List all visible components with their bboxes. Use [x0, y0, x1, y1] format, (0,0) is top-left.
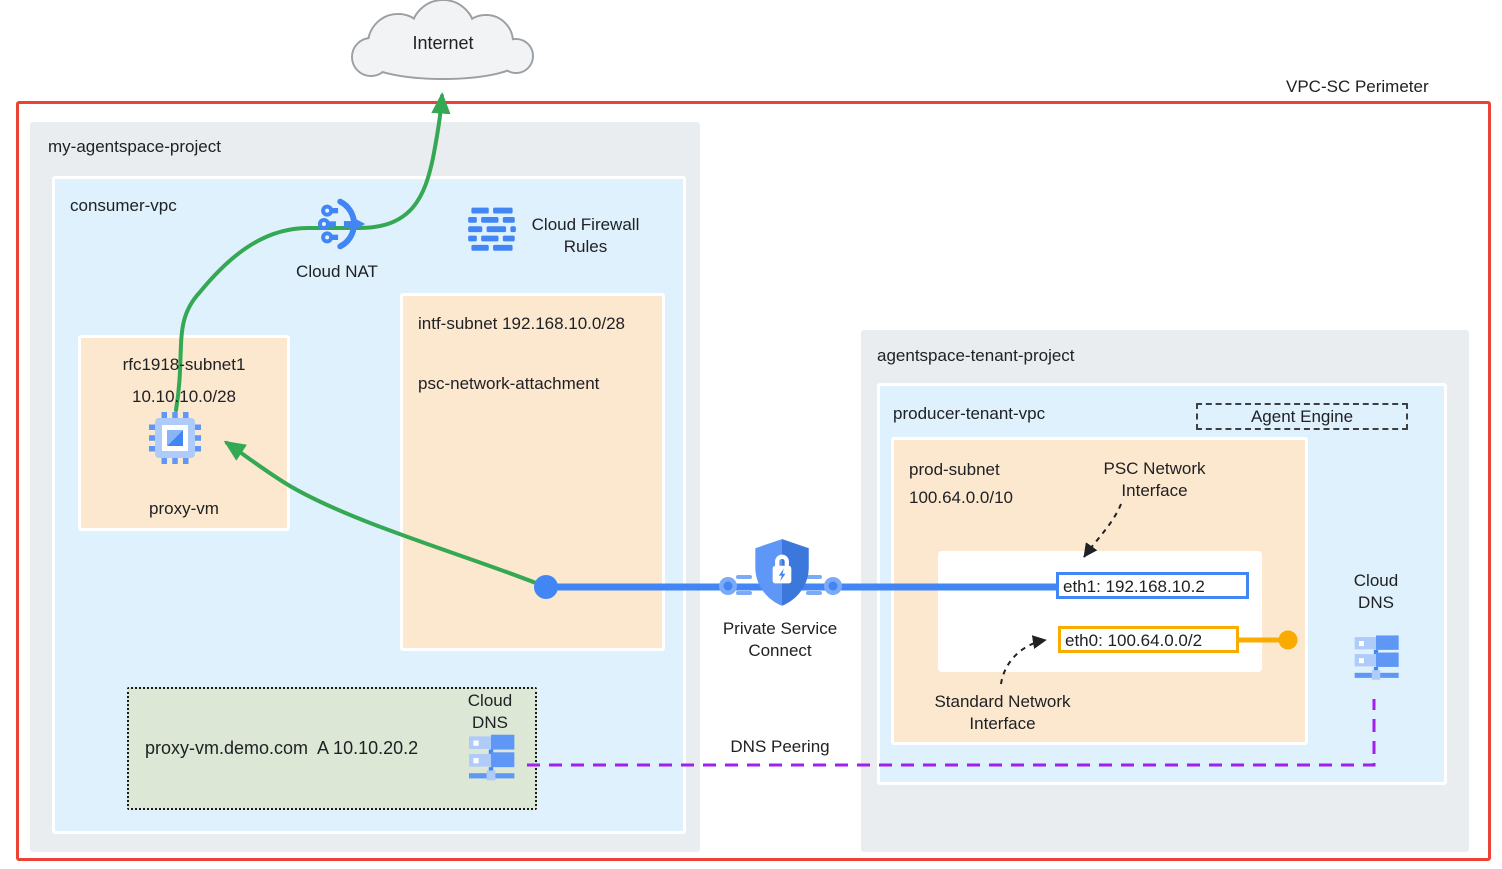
consumer-vpc-title: consumer-vpc — [70, 196, 177, 215]
private-service-connect-icon — [755, 539, 809, 606]
vm-interfaces-box — [938, 551, 1262, 672]
dns-record-text: proxy-vm.demo.com A 10.10.20.2 — [145, 738, 419, 758]
dns-zone-box — [127, 687, 537, 810]
dns-peering-label: DNS Peering — [730, 737, 830, 756]
proxy-vm-label: proxy-vm — [149, 499, 219, 518]
intf-subnet-box — [400, 293, 665, 651]
cloud-nat-icon — [317, 198, 366, 250]
prod-subnet-name: prod-subnet — [909, 460, 1000, 479]
eth1-interface-box: eth1: 192.168.10.2 — [1056, 572, 1249, 599]
rfc-subnet-cidr: 10.10.10.0/28 — [132, 387, 236, 406]
cloud-firewall-label: Cloud Firewall Rules — [531, 215, 640, 257]
cloud-dns-zone-label: Cloud DNS — [467, 691, 513, 733]
rfc-subnet-name: rfc1918-subnet1 — [122, 355, 246, 374]
cloud-dns-zone-icon — [469, 734, 515, 781]
psc-network-attachment-label: psc-network-attachment — [418, 374, 600, 393]
tenant-project-title: agentspace-tenant-project — [877, 346, 1075, 365]
proxy-vm-compute-icon — [149, 412, 201, 464]
cloud-firewall-icon — [468, 207, 516, 251]
vpc-sc-perimeter-box — [16, 101, 1491, 861]
agent-engine-box: Agent Engine — [1196, 403, 1408, 430]
standard-nic-label: Standard Network Interface — [934, 692, 1071, 734]
cloud-nat-label: Cloud NAT — [296, 262, 378, 281]
perimeter-label: VPC-SC Perimeter — [1286, 77, 1429, 96]
cloud-dns-tenant-label: Cloud DNS — [1353, 571, 1399, 613]
internet-label: Internet — [412, 33, 474, 53]
producer-vpc-title: producer-tenant-vpc — [893, 404, 1046, 423]
psc-nic-label: PSC Network Interface — [1103, 459, 1206, 501]
prod-subnet-cidr: 100.64.0.0/10 — [909, 488, 1013, 507]
private-service-connect-label: Private Service Connect — [722, 619, 838, 661]
cloud-dns-tenant-icon — [1354, 635, 1399, 680]
agent-engine-label: Agent Engine — [1250, 407, 1354, 426]
intf-subnet-label: intf-subnet 192.168.10.0/28 — [418, 314, 625, 333]
eth0-interface-box: eth0: 100.64.0.0/2 — [1058, 626, 1239, 653]
consumer-project-title: my-agentspace-project — [48, 137, 221, 156]
